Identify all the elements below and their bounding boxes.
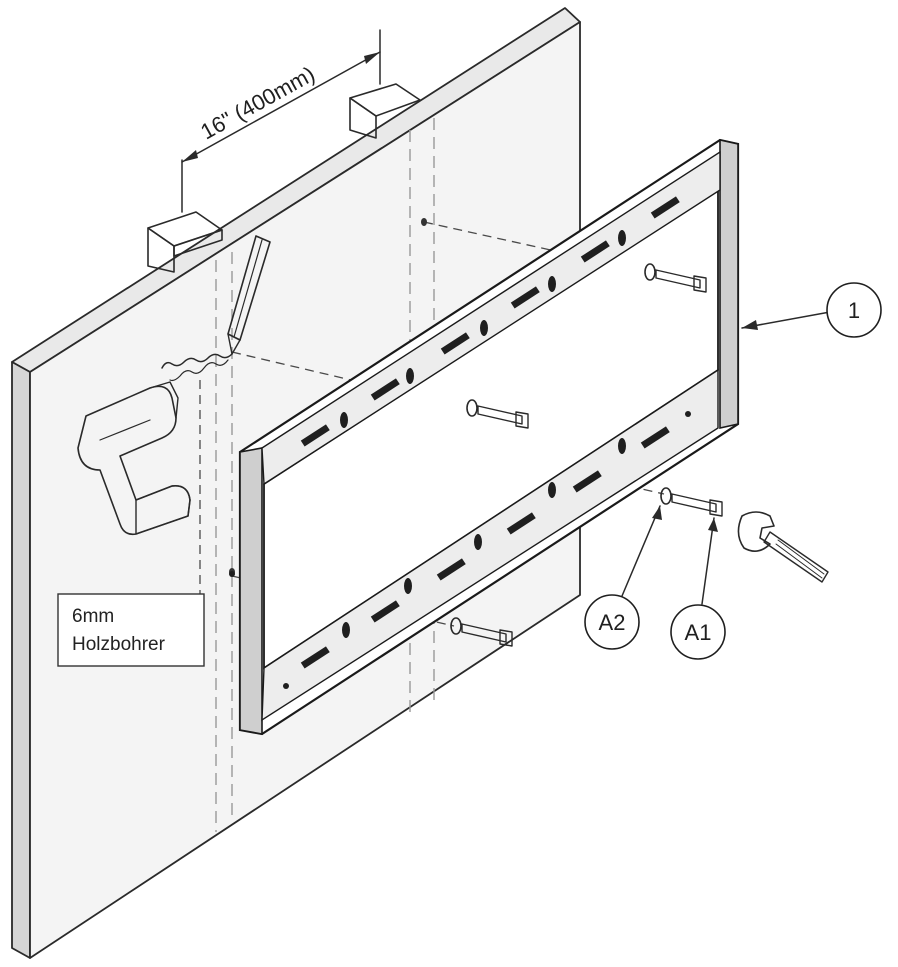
stud-left [147, 211, 223, 273]
callout-a2-label: A2 [599, 610, 626, 635]
drill-size: 6mm [72, 606, 114, 627]
drill-type: Holzbohrer [72, 634, 166, 655]
bolt-icon [671, 493, 717, 513]
dimension-label: 16" (400mm) [196, 61, 319, 144]
callout-a1-label: A1 [685, 620, 712, 645]
callout-1-label: 1 [848, 298, 860, 323]
bolt-middle [466, 399, 529, 429]
bolt-top [644, 263, 707, 293]
callout-a1: A1 [670, 517, 726, 660]
bracket-slots [229, 196, 691, 689]
bolt-bottom [450, 617, 513, 647]
pencil-icon [227, 235, 271, 355]
washer-icon [644, 263, 656, 281]
drill-icon [77, 353, 233, 536]
bolt-lower-right [660, 487, 723, 517]
callout-1: 1 [741, 282, 882, 338]
wrench-icon [737, 511, 829, 583]
drill-note: 6mm Holzbohrer [57, 593, 205, 667]
callout-a2: A2 [584, 505, 662, 650]
stud-right [349, 83, 421, 139]
wall-bracket [238, 138, 740, 736]
